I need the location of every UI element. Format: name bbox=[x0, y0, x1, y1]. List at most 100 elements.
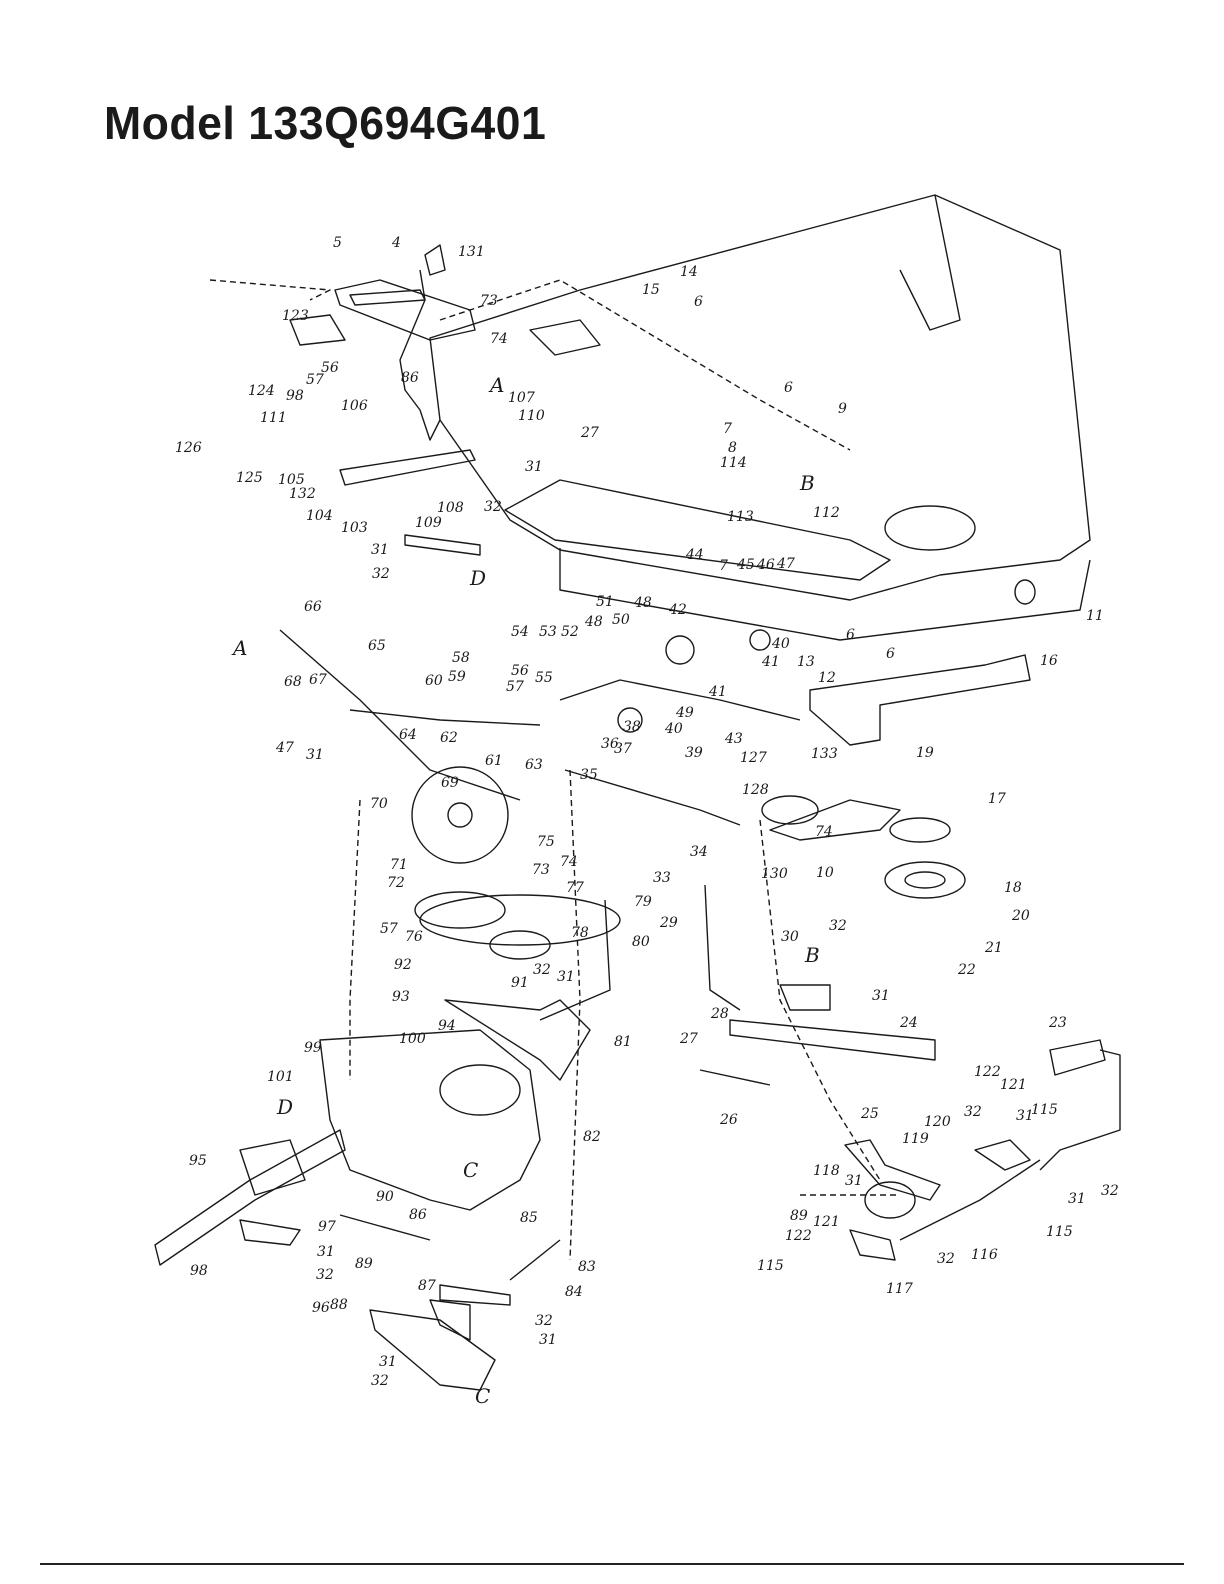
label-31: 31 bbox=[317, 1244, 335, 1260]
label-32: 32 bbox=[937, 1251, 955, 1267]
label-36: 36 bbox=[601, 736, 619, 752]
label-116: 116 bbox=[971, 1247, 998, 1263]
label-83: 83 bbox=[578, 1259, 596, 1275]
label-76: 76 bbox=[405, 929, 423, 945]
spring-34 bbox=[564, 769, 741, 826]
label-44: 44 bbox=[685, 547, 704, 563]
label-C: C bbox=[463, 1158, 478, 1182]
frame-side-panel bbox=[899, 194, 961, 331]
label-14: 14 bbox=[680, 264, 698, 280]
part-labels: 5 4 131 123 73 74 56 57 86 124 98 106 11… bbox=[175, 235, 1119, 1408]
label-126: 126 bbox=[175, 440, 202, 456]
label-32: 32 bbox=[964, 1104, 982, 1120]
label-31: 31 bbox=[306, 747, 324, 763]
dashed-guide-1 bbox=[349, 799, 361, 1080]
label-32: 32 bbox=[316, 1267, 334, 1283]
label-13: 13 bbox=[797, 654, 815, 670]
label-96: 96 bbox=[312, 1300, 330, 1316]
label-42: 42 bbox=[668, 602, 687, 618]
label-A: A bbox=[231, 636, 247, 660]
label-121: 121 bbox=[1000, 1077, 1027, 1093]
label-127: 127 bbox=[740, 750, 767, 766]
page-bottom-rule bbox=[40, 1563, 1184, 1565]
label-34: 34 bbox=[690, 844, 708, 860]
label-110: 110 bbox=[518, 408, 545, 424]
frame-step bbox=[504, 479, 891, 581]
frame-bracket-16 bbox=[809, 654, 1031, 746]
pedal-23 bbox=[1049, 1039, 1106, 1076]
label-111: 111 bbox=[260, 410, 287, 426]
label-130: 130 bbox=[761, 866, 788, 882]
label-7: 7 bbox=[723, 421, 732, 437]
label-90: 90 bbox=[376, 1189, 394, 1205]
label-20: 20 bbox=[1011, 908, 1030, 924]
label-31: 31 bbox=[525, 459, 543, 475]
rod-66-65 bbox=[279, 629, 521, 801]
label-31: 31 bbox=[1068, 1191, 1086, 1207]
frame-cutout bbox=[529, 319, 601, 356]
label-9: 9 bbox=[838, 401, 847, 417]
label-55: 55 bbox=[535, 670, 553, 686]
transaxle-fan bbox=[439, 1064, 521, 1116]
fan-70 bbox=[411, 766, 509, 864]
label-120: 120 bbox=[924, 1114, 951, 1130]
lever-24 bbox=[729, 1019, 936, 1061]
label-22: 22 bbox=[957, 962, 976, 978]
bracket-105 bbox=[339, 449, 476, 486]
bracket-25 bbox=[844, 1139, 941, 1201]
label-31: 31 bbox=[379, 1354, 397, 1370]
rod-upper-link bbox=[349, 709, 541, 726]
drive-pulley-75 bbox=[414, 891, 506, 929]
rod-116 bbox=[899, 1159, 1041, 1241]
label-31: 31 bbox=[872, 988, 890, 1004]
rod-90 bbox=[339, 1214, 431, 1241]
label-74: 74 bbox=[490, 331, 508, 347]
pulley-42 bbox=[665, 635, 695, 665]
label-56: 56 bbox=[321, 360, 339, 376]
label-51: 51 bbox=[596, 594, 614, 610]
frame-bolt-hole bbox=[1014, 579, 1036, 605]
label-37: 37 bbox=[614, 741, 632, 757]
label-56: 56 bbox=[511, 663, 529, 679]
label-74: 74 bbox=[560, 854, 578, 870]
shift-lever-rod bbox=[399, 269, 441, 441]
label-60: 60 bbox=[425, 673, 443, 689]
label-6: 6 bbox=[694, 294, 703, 310]
label-47: 47 bbox=[776, 556, 795, 572]
bracket-30 bbox=[779, 984, 831, 1011]
label-18: 18 bbox=[1004, 880, 1022, 896]
label-115: 115 bbox=[1031, 1102, 1058, 1118]
label-D: D bbox=[469, 566, 486, 590]
label-47: 47 bbox=[275, 740, 294, 756]
label-69: 69 bbox=[441, 775, 459, 791]
idler-bracket-133 bbox=[769, 799, 901, 841]
rod-29 bbox=[704, 884, 741, 1011]
link-108 bbox=[404, 534, 481, 556]
label-35: 35 bbox=[580, 767, 598, 783]
label-40: 40 bbox=[664, 721, 683, 737]
label-100: 100 bbox=[399, 1031, 426, 1047]
label-D: D bbox=[276, 1095, 293, 1119]
bracket-91 bbox=[444, 999, 591, 1081]
label-4: 4 bbox=[391, 235, 401, 251]
belt-77 bbox=[419, 894, 621, 946]
page-title: Model 133Q694G401 bbox=[104, 97, 547, 149]
label-58: 58 bbox=[452, 650, 470, 666]
label-121: 121 bbox=[813, 1214, 840, 1230]
label-128: 128 bbox=[742, 782, 769, 798]
transaxle-housing bbox=[319, 1029, 541, 1211]
label-6: 6 bbox=[784, 380, 793, 396]
label-104: 104 bbox=[306, 508, 333, 524]
lever-knob bbox=[424, 244, 446, 276]
label-63: 63 bbox=[525, 757, 543, 773]
label-28: 28 bbox=[710, 1006, 729, 1022]
label-43: 43 bbox=[724, 731, 743, 747]
label-26: 26 bbox=[719, 1112, 738, 1128]
label-115: 115 bbox=[757, 1258, 784, 1274]
label-72: 72 bbox=[387, 875, 405, 891]
pulley-18-inner bbox=[904, 871, 946, 889]
label-6: 6 bbox=[886, 646, 895, 662]
label-41: 41 bbox=[761, 654, 780, 670]
label-A: A bbox=[488, 373, 504, 397]
